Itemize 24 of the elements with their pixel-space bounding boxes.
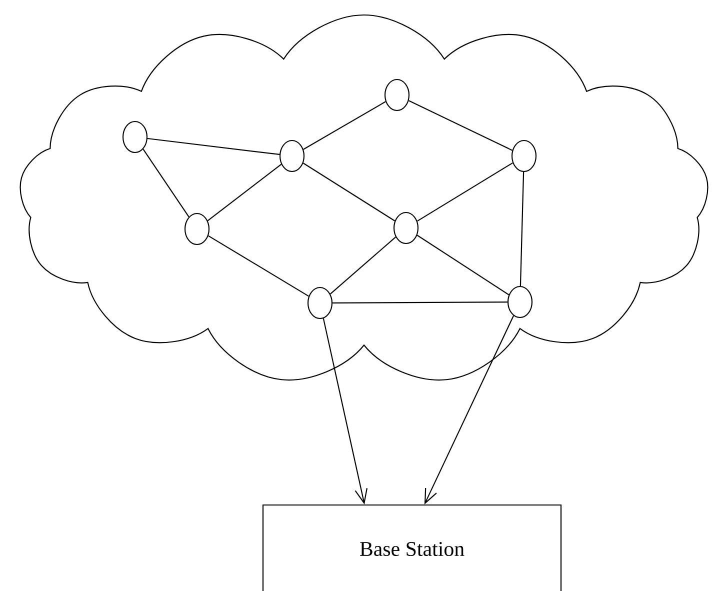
link-line: [416, 234, 510, 296]
network-node: [384, 78, 410, 112]
link-line: [147, 138, 280, 156]
network-node: [184, 212, 210, 246]
link-line: [302, 162, 396, 222]
arrow: [424, 316, 514, 504]
link-line: [303, 101, 386, 150]
link-line: [332, 302, 508, 304]
network-node: [511, 140, 537, 172]
network-node: [307, 286, 333, 320]
cloud-shape: [20, 14, 708, 381]
link-line: [208, 235, 309, 297]
base-station-box: Base Station: [262, 504, 562, 591]
link-line: [142, 148, 190, 218]
link-line: [330, 236, 396, 294]
network-node: [507, 286, 533, 318]
network-node: [122, 120, 148, 154]
network-node: [279, 140, 305, 172]
link-line: [417, 162, 513, 222]
link-line: [207, 164, 282, 222]
link-line: [408, 100, 512, 151]
arrow: [322, 318, 368, 504]
link-line: [520, 172, 524, 286]
network-node: [393, 212, 419, 244]
